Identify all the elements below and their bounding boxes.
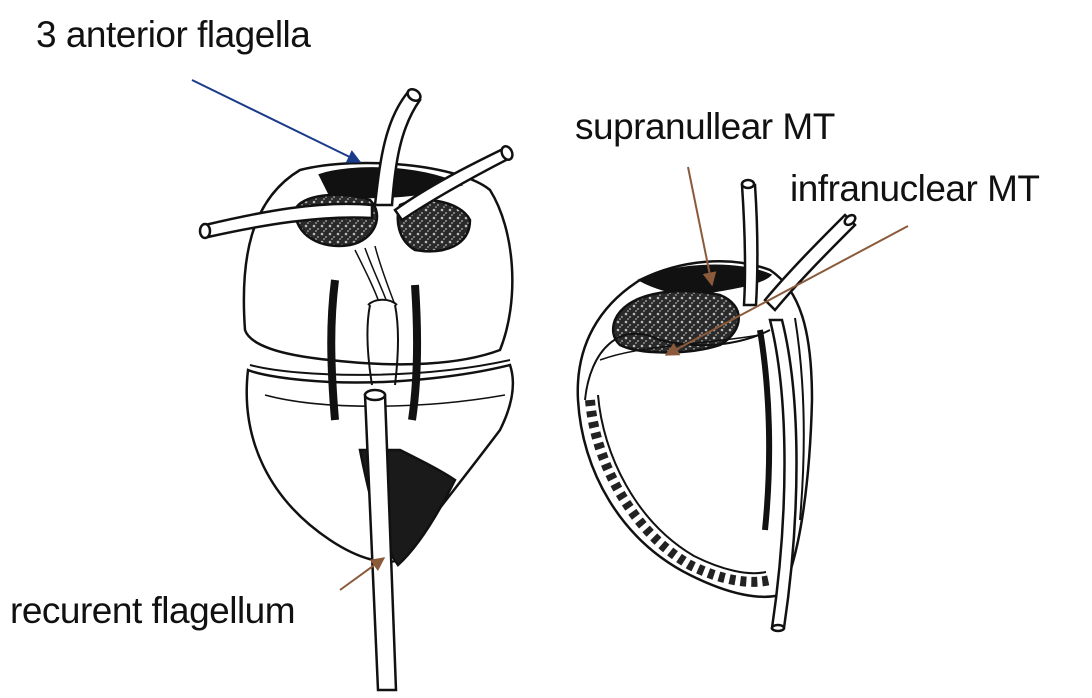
label-infranuclear-mt: infranuclear MT bbox=[790, 170, 1040, 207]
right-cell bbox=[578, 261, 812, 597]
label-anterior-flagella: 3 anterior flagella bbox=[36, 16, 310, 53]
anterior-flagella-arrow bbox=[192, 80, 360, 162]
label-recurrent-flagellum: recurent flagellum bbox=[10, 592, 295, 629]
label-supranuclear-mt: supranullear MT bbox=[575, 108, 835, 145]
